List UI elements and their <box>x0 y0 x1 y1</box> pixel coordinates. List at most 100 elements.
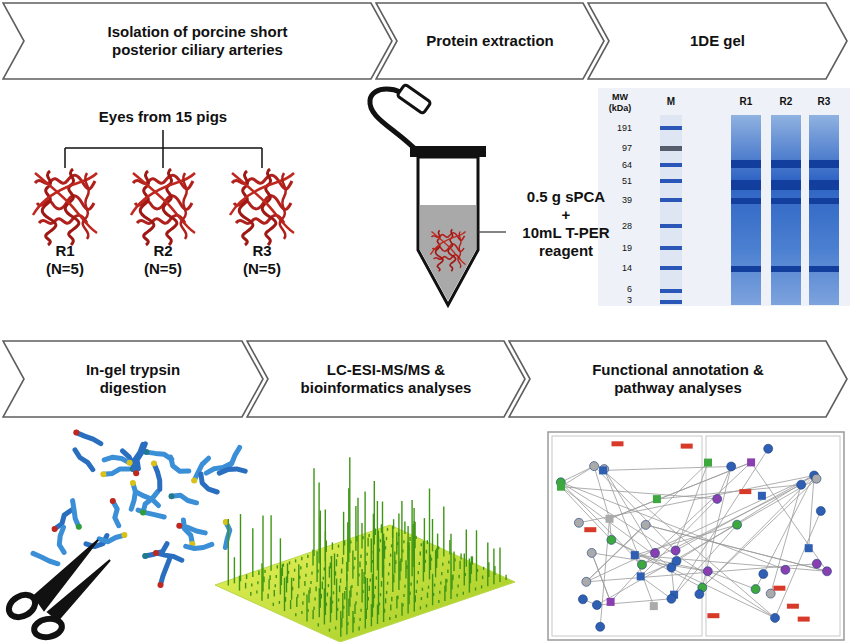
pathway-link <box>592 553 611 602</box>
chevron-outline <box>509 341 847 417</box>
peak <box>464 553 465 585</box>
peak <box>302 601 303 605</box>
chevron-text-area: In-gel trypsin digestion <box>28 340 238 418</box>
peak <box>289 561 290 564</box>
peak <box>360 554 361 558</box>
peak <box>505 575 506 580</box>
peak <box>348 599 349 617</box>
peak <box>276 575 277 578</box>
pathway-node <box>771 613 780 622</box>
pathway-node <box>600 465 609 474</box>
pathway-link <box>809 476 814 549</box>
peak <box>483 567 484 570</box>
gel-label: 64 <box>622 160 632 170</box>
residue-dot <box>121 532 127 538</box>
peak <box>308 590 309 603</box>
peak <box>442 563 443 566</box>
pathway-link <box>603 470 775 618</box>
pathway-node <box>653 495 661 503</box>
peak <box>246 574 247 579</box>
peak <box>417 580 418 583</box>
step-title: Isolation of porcine short posterior cil… <box>83 23 313 59</box>
pathway-link <box>702 476 814 588</box>
peak <box>447 570 448 574</box>
peak <box>313 468 314 556</box>
pathway-tag <box>681 444 693 449</box>
peptide <box>186 544 212 548</box>
peak <box>410 582 411 585</box>
sample-label: R3 <box>252 242 271 259</box>
peak <box>427 540 428 544</box>
pathway-link <box>604 469 642 565</box>
peak <box>306 595 307 622</box>
peptide <box>137 444 145 469</box>
peak <box>245 583 246 589</box>
residue-dot <box>73 430 79 436</box>
step-chevron: In-gel trypsin digestion <box>2 340 264 418</box>
chevron-outline <box>3 341 263 417</box>
pathway-node <box>641 520 650 529</box>
peak <box>358 627 359 631</box>
peak <box>343 512 344 555</box>
peak <box>391 544 392 547</box>
peak <box>459 561 460 569</box>
peak <box>360 609 361 612</box>
step-chevron: Protein extraction <box>375 2 605 80</box>
step-chevron: LC-ESI-MS/MS & bioinformatics analyses <box>246 340 526 418</box>
pathway-link <box>561 482 786 570</box>
sample-label: R2 <box>153 242 172 259</box>
pathway-link <box>600 519 609 627</box>
peak <box>268 579 269 589</box>
pathway-node <box>759 570 768 579</box>
pathway-link <box>561 466 594 482</box>
peptide <box>156 553 182 560</box>
pathway-node <box>812 474 821 483</box>
chevron-outline <box>588 3 847 79</box>
gel-label: 28 <box>622 221 632 231</box>
pathway-link <box>594 466 609 519</box>
peptide <box>136 492 159 506</box>
residue-dot <box>100 471 106 477</box>
pathway-link <box>641 576 672 598</box>
peptide <box>59 527 64 552</box>
residue-dot <box>110 498 116 504</box>
peak <box>380 593 381 596</box>
step-title: LC-ESI-MS/MS & bioinformatics analyses <box>279 361 494 397</box>
peak <box>377 605 378 625</box>
gel-label: 19 <box>622 243 632 253</box>
peak <box>316 551 317 582</box>
pathway-node <box>671 546 680 555</box>
pathway-node <box>764 444 773 453</box>
peak <box>329 629 330 632</box>
peak <box>307 555 308 558</box>
peak <box>361 569 362 603</box>
pathway-node <box>631 551 639 559</box>
peak <box>371 604 372 626</box>
peak <box>440 582 441 585</box>
pathway-node <box>578 595 587 604</box>
peak <box>435 550 436 577</box>
pathway-link <box>610 462 752 518</box>
peak <box>476 530 477 581</box>
peptide <box>73 501 79 527</box>
peak <box>312 550 313 566</box>
peak <box>371 539 372 573</box>
peak <box>405 560 406 578</box>
peak <box>370 579 371 582</box>
peak <box>389 617 390 620</box>
pathway-node <box>592 601 601 610</box>
peptide <box>76 433 101 444</box>
peak <box>394 552 395 574</box>
peak <box>363 572 364 584</box>
peak <box>422 588 423 591</box>
peak <box>342 593 343 618</box>
peak <box>234 557 235 583</box>
peak <box>352 611 353 633</box>
pathway-node <box>582 577 591 586</box>
peak <box>341 569 342 574</box>
peak <box>335 627 336 630</box>
peak <box>396 596 397 609</box>
sample-label: R1 <box>55 242 74 259</box>
peptide <box>131 483 135 509</box>
gel-label: R1 <box>740 96 753 108</box>
